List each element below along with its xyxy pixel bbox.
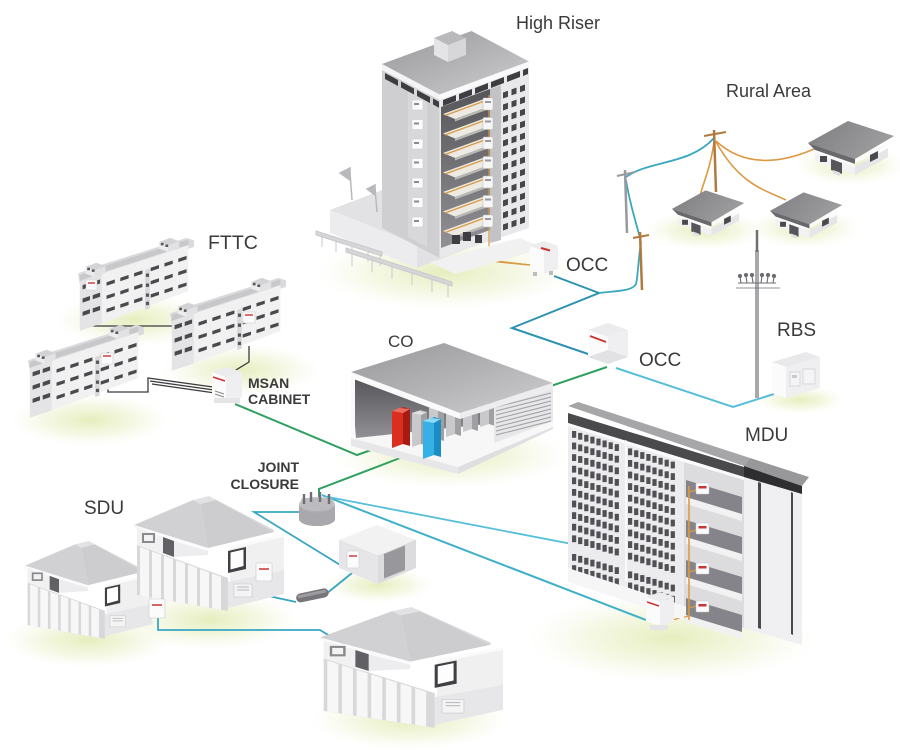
svg-text:OCC: OCC: [639, 350, 681, 371]
svg-text:CO: CO: [388, 332, 414, 351]
svg-text:FTTC: FTTC: [208, 232, 258, 254]
svg-text:CLOSURE: CLOSURE: [231, 476, 299, 492]
svg-text:High Riser: High Riser: [516, 13, 600, 33]
svg-text:MSAN: MSAN: [248, 375, 289, 391]
svg-text:CABINET: CABINET: [248, 391, 311, 407]
svg-text:JOINT: JOINT: [258, 459, 300, 475]
svg-text:Rural Area: Rural Area: [726, 81, 812, 101]
svg-text:RBS: RBS: [777, 320, 816, 341]
svg-text:OCC: OCC: [566, 255, 608, 276]
svg-text:MDU: MDU: [745, 425, 788, 446]
svg-text:SDU: SDU: [84, 498, 124, 519]
